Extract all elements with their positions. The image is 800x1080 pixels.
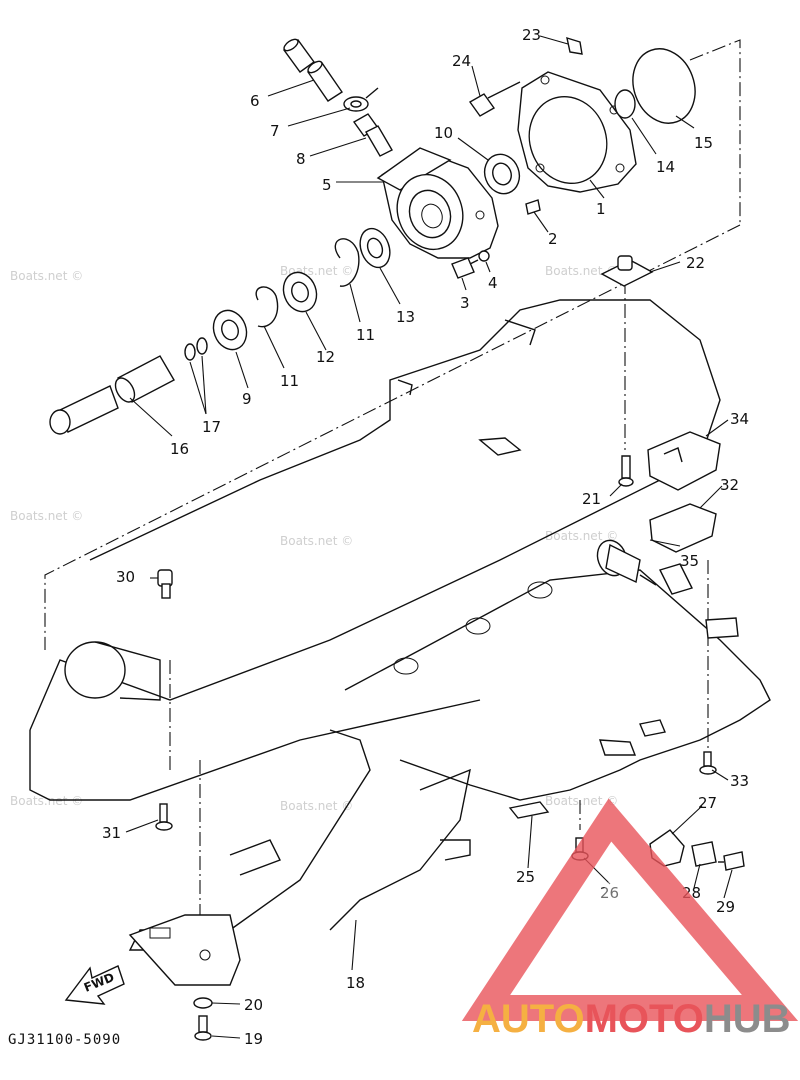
part-24-bolt [468, 81, 521, 117]
part-label: 15 [694, 134, 713, 152]
part-29-bolt [718, 851, 745, 871]
logo-text: AUTOMOTOHUB [472, 997, 791, 1041]
part-17-ring [196, 337, 208, 355]
part-label: 10 [434, 124, 453, 142]
watermark: Boats.net © [10, 509, 83, 523]
part-label: 21 [582, 490, 601, 508]
automotohub-logo: AUTOMOTOHUB [461, 798, 799, 1041]
fwd-arrow-icon: FWD [64, 965, 125, 1005]
watermark: Boats.net © [280, 799, 353, 813]
part-label: 12 [316, 348, 335, 366]
part-label: 4 [488, 274, 498, 292]
upper-assembly-boundary [44, 39, 741, 950]
watermark: Boats.net © [280, 534, 353, 548]
diagram-code: GJ31100-5090 [8, 1032, 121, 1048]
part-label: 9 [242, 390, 252, 408]
hull-body [29, 299, 721, 801]
watermark: Boats.net © [545, 264, 618, 278]
part-label: 13 [396, 308, 415, 326]
part-label: 20 [244, 996, 263, 1014]
bottom-block [128, 914, 241, 986]
part-34-clip [647, 431, 721, 491]
part-label: 25 [516, 868, 535, 886]
part-label: 26 [600, 884, 619, 902]
part-35-sensor [596, 539, 739, 639]
watermark: Boats.net © [10, 269, 83, 283]
part-25-plate [508, 801, 550, 819]
logo-text-auto: AUTO [472, 997, 585, 1041]
part-label: 30 [116, 568, 135, 586]
logo-text-hub: HUB [704, 997, 791, 1041]
part-5-housing [376, 147, 499, 259]
part-30-bolt [157, 569, 173, 599]
part-11-circlip-lower [255, 286, 279, 328]
part-20-washer [193, 997, 213, 1009]
part-label: 31 [102, 824, 121, 842]
part-label: 17 [202, 418, 221, 436]
part-4-washer [478, 250, 490, 262]
part-16-shaft [49, 355, 175, 435]
part-number-labels: 6 7 8 5 10 23 24 1 14 15 2 3 4 13 11 12 … [8, 26, 749, 1048]
part-label: 14 [656, 158, 675, 176]
part-17-ring [184, 343, 196, 361]
part-label: 35 [680, 552, 699, 570]
part-32-clip [649, 503, 717, 553]
part-label: 11 [280, 372, 299, 390]
part-6-pins [283, 38, 343, 102]
part-19-bolt [194, 1015, 212, 1041]
part-18-frame [128, 729, 471, 951]
part-10-bearing [483, 153, 521, 195]
part-label: 11 [356, 326, 375, 344]
part-label: 34 [730, 410, 749, 428]
part-label: 1 [596, 200, 606, 218]
part-label: 29 [716, 898, 735, 916]
warning-triangle-icon [461, 798, 799, 1021]
part-3-bolt [451, 257, 479, 279]
part-label: 22 [686, 254, 705, 272]
part-label: 3 [460, 294, 470, 312]
part-label: 7 [270, 122, 280, 140]
part-31-screw [155, 803, 173, 831]
watermarks: Boats.net © Boats.net © Boats.net © Boat… [10, 264, 618, 813]
part-15-o-ring [632, 48, 696, 124]
part-label: 32 [720, 476, 739, 494]
part-8-bolt [352, 113, 393, 157]
watermark: Boats.net © [545, 529, 618, 543]
part-label: 2 [548, 230, 558, 248]
part-label: 19 [244, 1030, 263, 1048]
part-14-o-ring [614, 89, 636, 119]
part-11-circlip-upper [334, 238, 360, 287]
logo-text-moto: MOTO [585, 997, 704, 1041]
hull-floor [344, 569, 771, 801]
part-33-screw [699, 751, 717, 775]
part-label: 18 [346, 974, 365, 992]
part-label: 5 [322, 176, 332, 194]
part-label: 8 [296, 150, 306, 168]
part-label: 16 [170, 440, 189, 458]
part-label: 24 [452, 52, 471, 70]
part-label: 27 [698, 794, 717, 812]
part-label: 23 [522, 26, 541, 44]
part-23-bracket [566, 36, 583, 55]
part-label: 33 [730, 772, 749, 790]
watermark: Boats.net © [545, 794, 618, 808]
part-28-plate [691, 841, 717, 867]
watermark: Boats.net © [10, 794, 83, 808]
part-21-screw [618, 455, 634, 487]
part-22-fitting [600, 255, 654, 287]
part-2-pin [525, 199, 541, 215]
part-1-cover [517, 71, 637, 193]
part-7-clip [343, 87, 379, 112]
leader-lines [125, 35, 733, 1039]
part-label: 6 [250, 92, 260, 110]
